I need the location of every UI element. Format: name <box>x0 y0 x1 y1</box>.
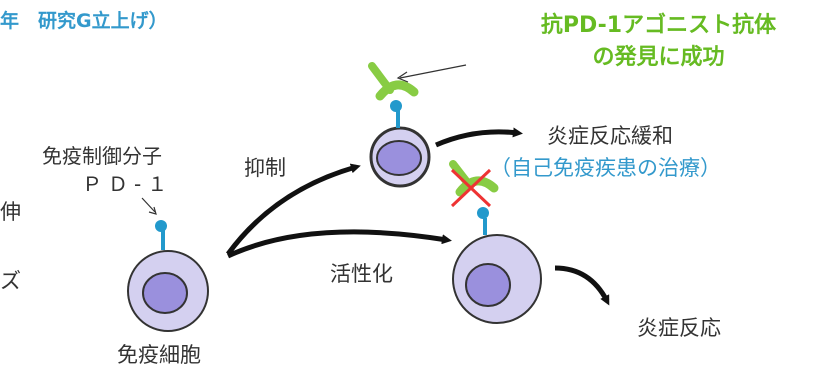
antibody-pointer-line <box>399 64 467 79</box>
suppress-label: 抑制 <box>244 156 286 180</box>
immune-cell <box>127 250 209 332</box>
header-fragment: 年 研究G立上げ） <box>0 10 168 32</box>
antibody-pointer-head <box>396 71 409 83</box>
immune-cell-label: 免疫細胞 <box>117 343 201 367</box>
pd1-pointer-line <box>141 197 156 213</box>
activate-arrow <box>226 229 452 259</box>
inflammation-label: 炎症反応 <box>637 316 721 340</box>
activated-cell <box>452 234 542 324</box>
suppress-arrow <box>225 163 361 256</box>
pd1-label-line1: 免疫制御分子 <box>42 144 162 168</box>
relief-label: 炎症反応緩和 <box>547 124 673 148</box>
suppressed-cell <box>369 126 431 188</box>
agonist-antibody-icon <box>368 62 419 101</box>
cross-icon <box>450 168 492 208</box>
headline-line1: 抗PD-1アゴニスト抗体 <box>540 13 777 38</box>
pd1-receptor-icon <box>155 220 167 250</box>
pd1-pointer-head <box>148 206 157 215</box>
relief-arrow <box>435 127 523 148</box>
autoimmune-treatment-label: （自己免疫疾患の治療） <box>490 156 721 180</box>
inflammation-arrow <box>554 265 610 306</box>
cut-text-line1: 伸 <box>0 200 21 224</box>
headline-line2: の発見に成功 <box>592 45 725 70</box>
activate-label: 活性化 <box>330 262 393 286</box>
pd1-receptor-icon <box>477 207 489 235</box>
pd1-label-line2: ＰＤ-１ <box>82 172 174 196</box>
pd1-receptor-icon <box>390 100 402 128</box>
cut-text-line2: ズ <box>0 269 21 293</box>
headline: 抗PD-1アゴニスト抗体 の発見に成功 <box>486 10 831 74</box>
